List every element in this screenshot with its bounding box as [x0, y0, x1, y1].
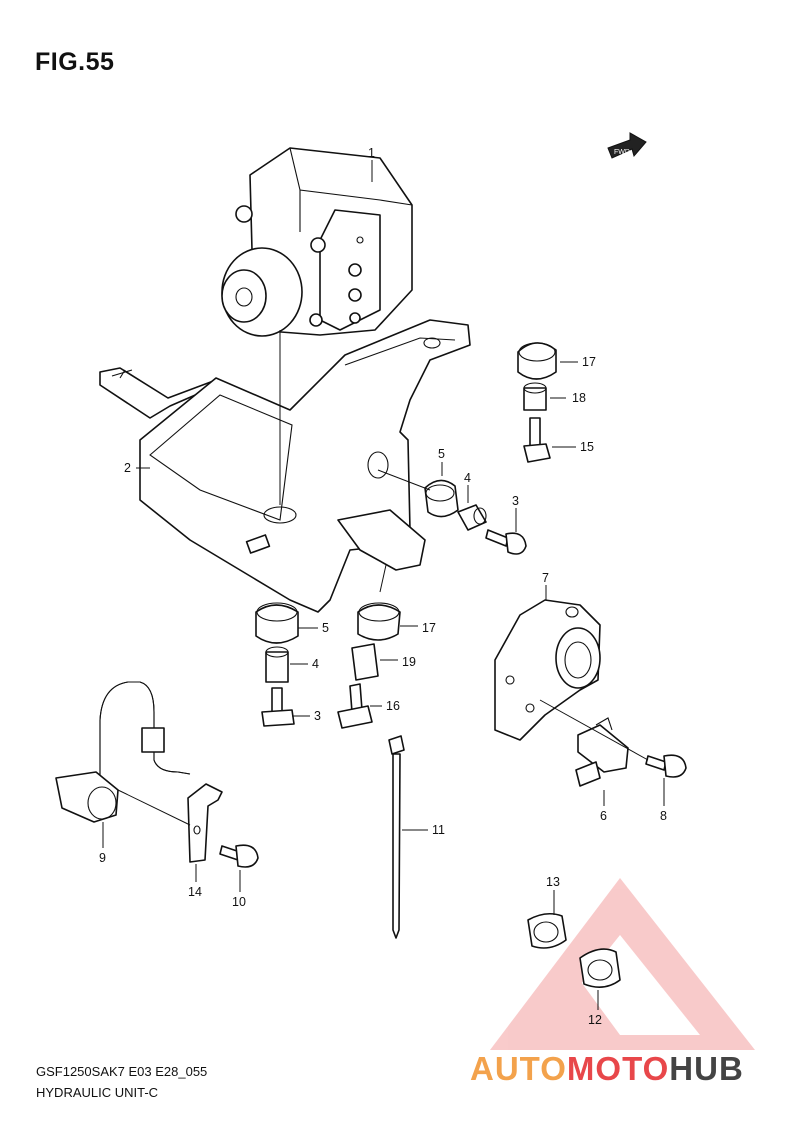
part-2-bracket [99, 319, 471, 613]
callout-11: 11 [432, 823, 445, 837]
part-8-bolt [645, 754, 687, 778]
part-3-bolt-lower [261, 687, 295, 727]
callout-7: 7 [542, 571, 549, 585]
callout-6: 6 [600, 809, 607, 823]
watermark-part-hub: HUB [669, 1050, 744, 1087]
callout-12: 12 [588, 1013, 602, 1027]
part-16-bolt [337, 683, 373, 729]
footer-code: GSF1250SAK7 E03 E28_055 [36, 1064, 208, 1079]
part-15-bolt [523, 417, 551, 463]
callout-5-upper: 5 [438, 447, 445, 461]
part-12-clip [579, 948, 621, 988]
watermark-part-auto: AUTO [470, 1050, 567, 1087]
callout-labels: 1 2 3 3 4 4 5 5 6 7 8 9 10 11 12 13 14 1… [99, 146, 667, 1027]
callout-9: 9 [99, 851, 106, 865]
figure-title: FIG.55 [35, 48, 115, 76]
part-5-grommet-lower [255, 602, 299, 644]
callout-10: 10 [232, 895, 246, 909]
callout-14: 14 [188, 885, 202, 899]
part-18-collar [523, 382, 547, 411]
watermark-text: AUTOMOTOHUB [470, 1050, 744, 1088]
watermark-part-moto: MOTO [566, 1050, 670, 1087]
callout-18: 18 [572, 391, 586, 405]
callout-19: 19 [402, 655, 416, 669]
callout-1: 1 [368, 146, 375, 160]
callout-17-upper: 17 [582, 355, 596, 369]
part-5-grommet-upper [424, 479, 459, 518]
callout-2: 2 [124, 461, 131, 475]
callout-3-upper: 3 [512, 494, 519, 508]
fwd-arrow-icon: FWD [607, 132, 647, 159]
part-19-collar [351, 643, 379, 681]
callout-16: 16 [386, 699, 400, 713]
footer-name: HYDRAULIC UNIT-C [36, 1085, 159, 1100]
callout-13: 13 [546, 875, 560, 889]
callout-17-lower: 17 [422, 621, 436, 635]
callout-8: 8 [660, 809, 667, 823]
callout-15: 15 [580, 440, 594, 454]
part-7-sensor-bracket [494, 599, 601, 741]
fwd-label: FWD [614, 149, 630, 156]
callout-3-lower: 3 [314, 709, 321, 723]
callout-5-lower: 5 [322, 621, 329, 635]
part-14-clamp [187, 783, 223, 863]
part-17-grommet-lower [357, 602, 401, 641]
part-4-collar-upper [457, 504, 487, 531]
callout-4-lower: 4 [312, 657, 319, 671]
leader-lines [102, 160, 665, 1010]
part-4-collar-lower [265, 646, 289, 683]
part-10-bolt [219, 844, 259, 868]
callout-4-upper: 4 [464, 471, 471, 485]
watermark-logo [490, 878, 755, 1050]
part-6-speed-sensor [575, 717, 629, 787]
part-3-bolt-upper [485, 529, 527, 555]
part-13-clip [527, 912, 567, 949]
part-1-hydraulic-unit [221, 147, 413, 337]
part-9-sensor-lead [55, 681, 191, 823]
part-17-grommet-upper [517, 342, 557, 380]
part-11-cable-tie [388, 735, 405, 939]
